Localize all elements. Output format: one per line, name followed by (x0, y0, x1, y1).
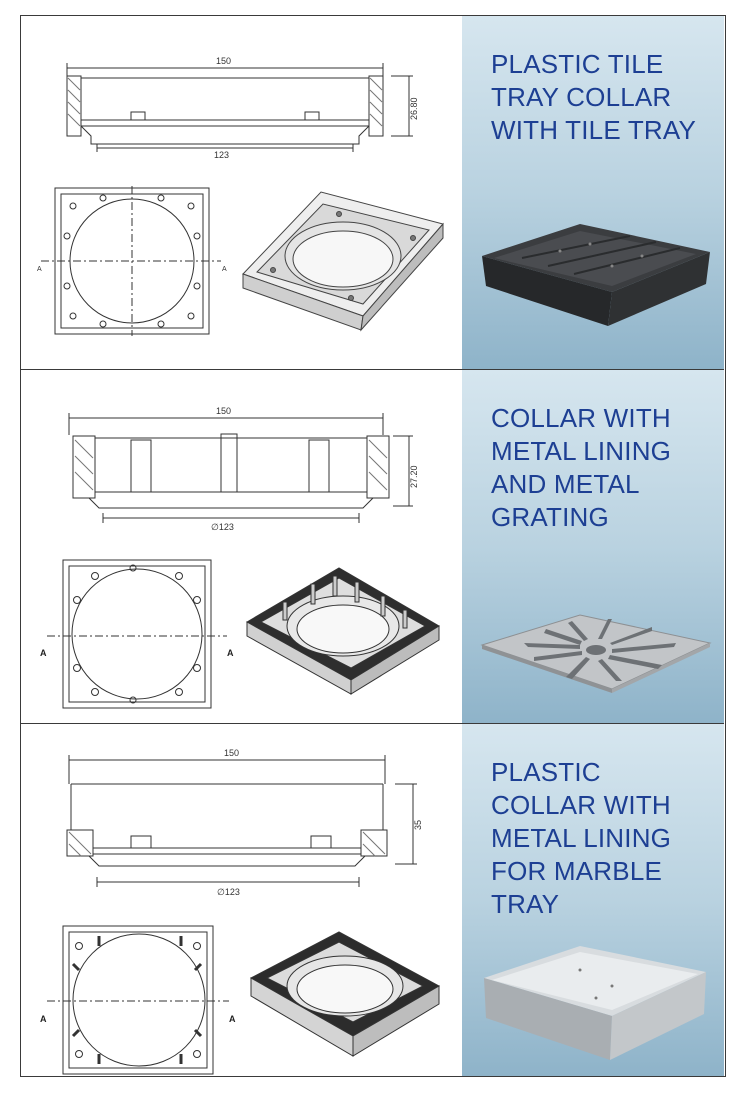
title-line: COLLAR WITH (491, 403, 671, 433)
dimension-width: 150 (224, 748, 239, 758)
product-info-panel: PLASTIC COLLAR WITH METAL LINING FOR MAR… (462, 724, 724, 1076)
title-line: FOR MARBLE (491, 856, 663, 886)
title-line: METAL LINING (491, 436, 672, 466)
dimension-inner: ∅123 (211, 522, 234, 532)
section-label-left: A (40, 648, 47, 658)
section-label-right: A (227, 648, 234, 658)
isometric-view (249, 931, 441, 1057)
title-line: PLASTIC TILE (491, 49, 664, 79)
metal-grating-image (480, 614, 712, 693)
technical-drawing: 150 ∅123 27.20 A A (21, 370, 462, 724)
marble-tray-image (484, 946, 706, 1060)
dimension-height: 35 (413, 820, 423, 830)
section-view (68, 413, 413, 523)
document-frame: 150 123 26.80 A A (20, 15, 726, 1077)
plan-view (41, 186, 221, 336)
isometric-view (242, 191, 444, 332)
technical-drawing: 150 123 26.80 A A (21, 16, 462, 369)
plan-view (47, 925, 229, 1075)
isometric-view (245, 567, 440, 695)
title-line: GRATING (491, 502, 609, 532)
dimension-width: 150 (216, 406, 231, 416)
section-label-right: A (222, 266, 227, 273)
title-line: COLLAR WITH (491, 790, 671, 820)
title-line: AND METAL (491, 469, 640, 499)
section-view (66, 755, 417, 887)
product-title: COLLAR WITH METAL LINING AND METAL GRATI… (491, 402, 671, 534)
dimension-height: 27.20 (409, 465, 419, 488)
product-panel-metal-grating: 150 ∅123 27.20 A A (21, 369, 724, 724)
title-line: PLASTIC (491, 757, 601, 787)
dimension-inner: 123 (214, 150, 229, 160)
product-info-panel: COLLAR WITH METAL LINING AND METAL GRATI… (462, 370, 724, 724)
section-label-left: A (37, 266, 42, 273)
dimension-height: 26.80 (409, 97, 419, 120)
title-line: TRAY COLLAR (491, 82, 672, 112)
plan-view (47, 559, 227, 709)
product-panel-tile-tray-collar: 150 123 26.80 A A (21, 16, 724, 369)
title-line: METAL LINING (491, 823, 672, 853)
product-title: PLASTIC COLLAR WITH METAL LINING FOR MAR… (491, 756, 671, 921)
dimension-width: 150 (216, 56, 231, 66)
technical-drawing: 150 ∅123 35 A A (21, 724, 462, 1076)
section-label-right: A (229, 1014, 236, 1024)
title-line: TRAY (491, 889, 560, 919)
section-view (66, 63, 413, 152)
tile-tray-image (482, 224, 710, 326)
product-title: PLASTIC TILE TRAY COLLAR WITH TILE TRAY (491, 48, 696, 147)
dimension-inner: ∅123 (217, 887, 240, 897)
product-info-panel: PLASTIC TILE TRAY COLLAR WITH TILE TRAY (462, 16, 724, 369)
product-panel-marble-tray: 150 ∅123 35 A A (21, 723, 724, 1076)
title-line: WITH TILE TRAY (491, 115, 697, 145)
section-label-left: A (40, 1014, 47, 1024)
